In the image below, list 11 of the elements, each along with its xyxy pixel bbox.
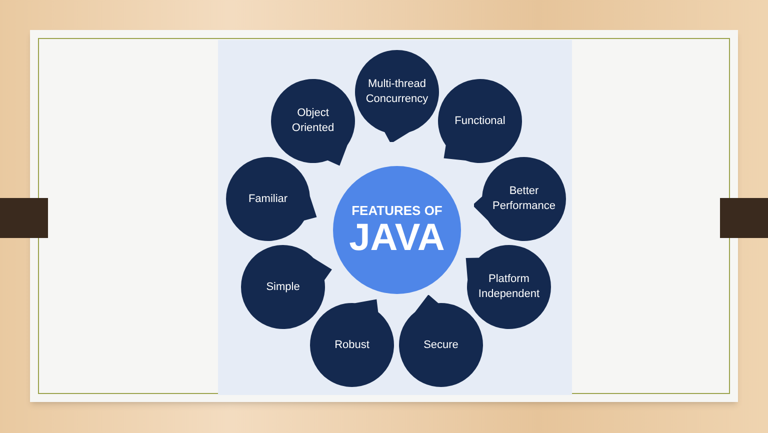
feature-label: Object Oriented <box>290 106 336 136</box>
title-text: JAVA <box>349 219 445 258</box>
feature-label: Functional <box>454 114 506 128</box>
feature-label: Multi-thread Concurrency <box>364 77 430 107</box>
feature-label: Platform Independent <box>477 272 541 302</box>
feature-label: Robust <box>334 338 370 352</box>
feature-label: Familiar <box>248 192 288 206</box>
subtitle-text: FEATURES OF <box>352 202 442 220</box>
feature-label: Better Performance <box>492 184 556 214</box>
feature-label: Secure <box>424 338 458 352</box>
feature-label: Simple <box>266 280 300 294</box>
